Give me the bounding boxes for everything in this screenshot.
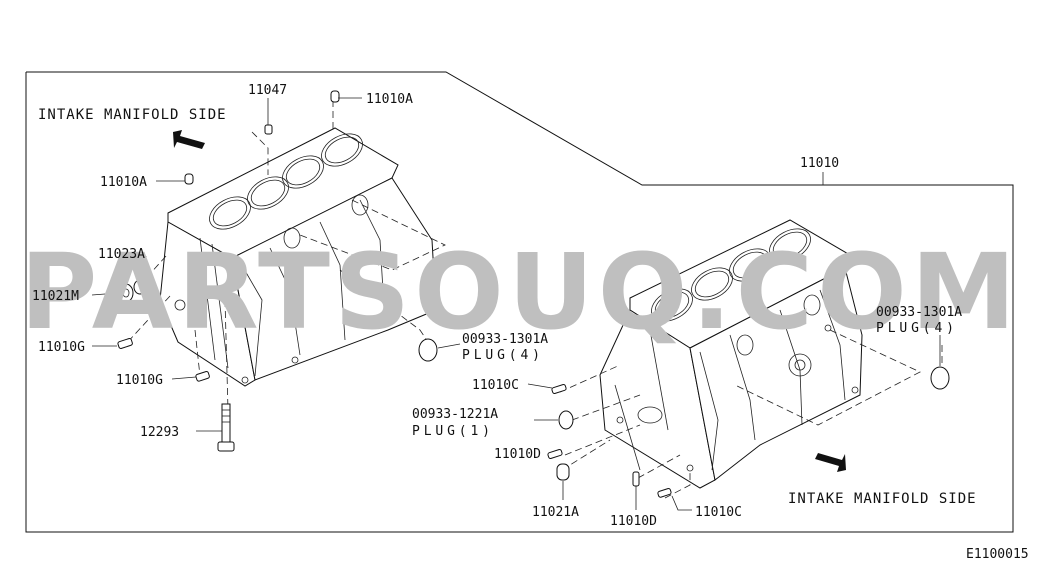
- label-11010D-b[interactable]: 11010D: [610, 514, 657, 529]
- label-11023A[interactable]: 11023A: [98, 247, 145, 262]
- label-11021A[interactable]: 11021A: [532, 505, 579, 520]
- part-11010G-a-stud[interactable]: [117, 338, 133, 349]
- label-11010C-b[interactable]: 11010C: [695, 505, 742, 520]
- part-12293-bolt[interactable]: [217, 403, 235, 452]
- part-11010A-top-bolt[interactable]: [330, 90, 340, 103]
- part-plug1[interactable]: [558, 410, 574, 430]
- label-11010C-a[interactable]: 11010C: [472, 378, 519, 393]
- part-11010D-a-pin[interactable]: [547, 449, 563, 459]
- label-11010G-b[interactable]: 11010G: [116, 373, 163, 388]
- engine-block-right[interactable]: [599, 219, 863, 489]
- part-11010A-left-bolt[interactable]: [184, 173, 194, 185]
- part-plug4-right[interactable]: [930, 366, 950, 390]
- label-11010A-top[interactable]: 11010A: [366, 92, 413, 107]
- part-11010D-b-pin[interactable]: [632, 471, 640, 487]
- label-11010G-a[interactable]: 11010G: [38, 340, 85, 355]
- part-11021A-seal[interactable]: [556, 463, 570, 481]
- label-plug4-right-number[interactable]: 00933-1301A: [876, 305, 962, 320]
- label-11010A-left[interactable]: 11010A: [100, 175, 147, 190]
- intake-side-label-right: INTAKE MANIFOLD SIDE: [788, 491, 977, 507]
- watermark: PARTSOUQ.COM: [20, 231, 1020, 353]
- frame-outline: [25, 71, 1014, 533]
- label-plug1-number[interactable]: 00933-1221A: [412, 407, 498, 422]
- label-12293[interactable]: 12293: [140, 425, 179, 440]
- arrow-intake-right-icon: [815, 453, 846, 472]
- label-plug4-mid-text: PLUG(4): [462, 348, 540, 363]
- label-plug1-text: PLUG(1): [412, 424, 490, 439]
- arrow-intake-left-icon: [173, 130, 205, 149]
- part-11021M-seal[interactable]: [118, 283, 134, 303]
- part-11010C-b-pin[interactable]: [657, 488, 672, 498]
- label-11021M[interactable]: 11021M: [32, 289, 79, 304]
- intake-side-label-left: INTAKE MANIFOLD SIDE: [38, 107, 227, 123]
- part-11010C-a-pin[interactable]: [551, 384, 567, 394]
- label-11047[interactable]: 11047: [248, 83, 287, 98]
- label-plug4-right-text: PLUG(4): [876, 321, 954, 336]
- label-11010D-a[interactable]: 11010D: [494, 447, 541, 462]
- diagram-code: E1100015: [966, 547, 1029, 562]
- label-11010[interactable]: 11010: [800, 156, 839, 171]
- engine-block-left[interactable]: [159, 127, 437, 387]
- part-11047-dowel[interactable]: [264, 124, 273, 135]
- part-11010G-b-stud[interactable]: [195, 371, 210, 382]
- label-plug4-mid-number[interactable]: 00933-1301A: [462, 332, 548, 347]
- part-plug4-mid[interactable]: [418, 338, 438, 362]
